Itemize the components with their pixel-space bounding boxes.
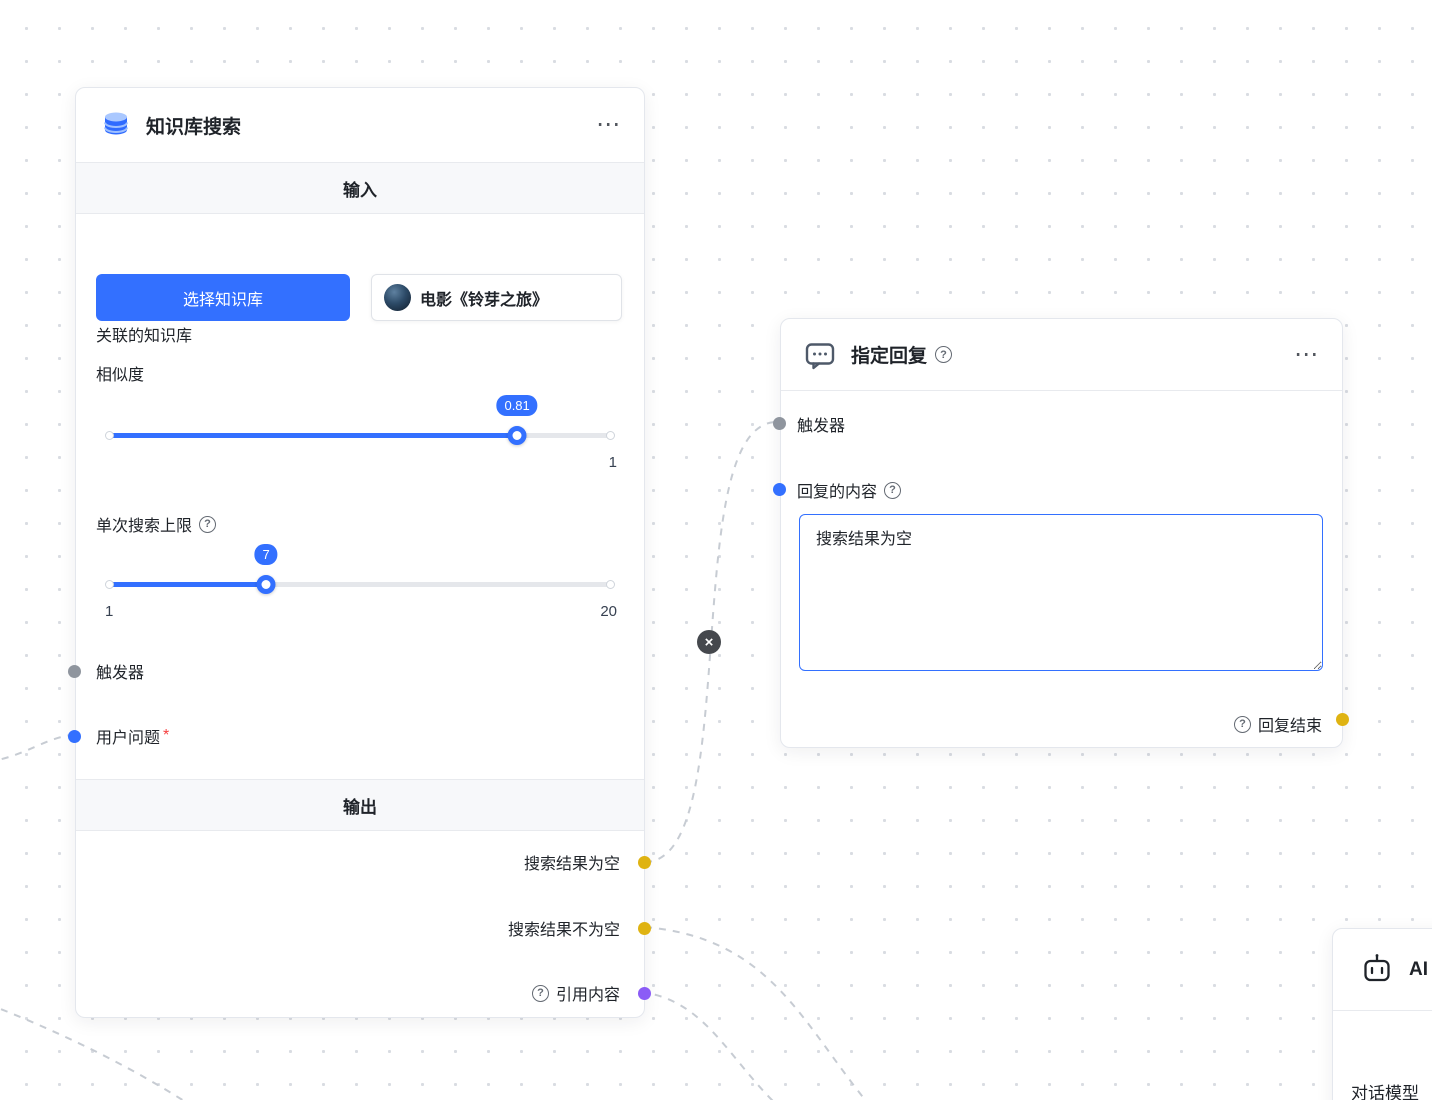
port-not-empty-out[interactable] xyxy=(638,922,651,935)
output-section-header: 输出 xyxy=(76,779,644,831)
similarity-slider[interactable]: 0.81 xyxy=(105,395,615,445)
kb-label: 关联的知识库 xyxy=(96,328,193,345)
reply-node-title: 指定回复 xyxy=(851,346,928,367)
similarity-label: 相似度 xyxy=(96,367,145,384)
output-empty-row: 搜索结果为空 xyxy=(523,856,620,873)
limit-slider-handle[interactable] xyxy=(256,575,276,594)
reply-content-textarea[interactable]: 搜索结果为空 xyxy=(799,514,1323,671)
chat-bubble-icon xyxy=(803,338,837,372)
close-icon: × xyxy=(704,633,714,651)
ai-node-header: AI xyxy=(1333,929,1432,1011)
database-icon xyxy=(98,107,134,143)
slider-min-dot xyxy=(105,431,114,440)
more-menu-button[interactable]: ⋯ xyxy=(1294,340,1320,368)
input-section-header: 输入 xyxy=(76,162,644,214)
delete-connection-button[interactable]: × xyxy=(697,630,721,654)
limit-value-bubble: 7 xyxy=(254,544,278,565)
input-section-label: 输入 xyxy=(343,180,377,200)
slider-fill xyxy=(109,433,518,438)
wire-notempty-out[interactable] xyxy=(644,926,870,1100)
limit-scale: 1 20 xyxy=(105,603,617,620)
slider-track[interactable] xyxy=(109,433,611,438)
ai-node-title: AI xyxy=(1409,958,1428,980)
kb-trigger-row: 触发器 xyxy=(96,665,145,682)
help-icon[interactable]: ? xyxy=(935,346,953,363)
output-section-label: 输出 xyxy=(343,797,377,817)
port-content-in[interactable] xyxy=(773,483,786,496)
reply-trigger-row: 触发器 xyxy=(797,418,846,435)
help-icon[interactable]: ? xyxy=(531,984,549,1002)
slider-max-dot xyxy=(606,431,615,440)
similarity-slider-handle[interactable] xyxy=(507,426,527,445)
robot-icon xyxy=(1359,952,1395,988)
wire-question-in[interactable] xyxy=(0,734,73,762)
port-trigger-in[interactable] xyxy=(773,417,786,430)
select-kb-button[interactable]: 选择知识库 xyxy=(96,274,350,321)
kb-chip[interactable]: 电影《铃芽之旅》 xyxy=(371,274,622,321)
reply-content-row: 回复的内容 ? xyxy=(797,478,902,502)
limit-slider[interactable]: 7 xyxy=(105,544,615,594)
help-icon[interactable]: ? xyxy=(1233,715,1251,733)
required-mark: * xyxy=(163,727,170,744)
ai-chat-node[interactable]: AI 对话模型 xyxy=(1332,928,1432,1100)
more-menu-button[interactable]: ⋯ xyxy=(596,111,622,138)
ai-model-label: 对话模型 xyxy=(1351,1084,1419,1100)
output-not-empty-row: 搜索结果不为空 xyxy=(507,922,620,939)
port-empty-out[interactable] xyxy=(638,856,651,869)
reply-node-header: 指定回复 ? ⋯ xyxy=(781,319,1342,391)
slider-fill xyxy=(109,582,267,587)
similarity-scale: 1 xyxy=(608,454,617,471)
knowledge-search-node[interactable]: 知识库搜索 ⋯ 输入 关联的知识库 选择知识库 电影《铃芽之旅》 相似度 0.8… xyxy=(68,87,651,1018)
specified-reply-node[interactable]: 指定回复 ? ⋯ 触发器 回复的内容 ? 搜索结果为空 ? 回复结束 xyxy=(773,318,1349,748)
port-reply-end-out[interactable] xyxy=(1336,713,1349,726)
kb-question-row: 用户问题* xyxy=(96,727,170,747)
help-icon[interactable]: ? xyxy=(884,481,902,499)
wire-quote-out[interactable] xyxy=(640,991,778,1100)
slider-min-dot xyxy=(105,580,114,589)
limit-label: 单次搜索上限 ? xyxy=(96,512,217,536)
port-trigger-in[interactable] xyxy=(68,665,81,678)
kb-avatar xyxy=(384,284,411,311)
output-quote-row: ? 引用内容 xyxy=(531,981,620,1005)
slider-track[interactable] xyxy=(109,582,611,587)
slider-max-dot xyxy=(606,580,615,589)
help-icon[interactable]: ? xyxy=(199,515,217,533)
similarity-value-bubble: 0.81 xyxy=(496,395,538,416)
wire-bottom-left[interactable] xyxy=(0,1004,192,1100)
port-quote-out[interactable] xyxy=(638,987,651,1000)
kb-node-header: 知识库搜索 ⋯ xyxy=(76,88,644,162)
port-question-in[interactable] xyxy=(68,730,81,743)
kb-node-title: 知识库搜索 xyxy=(146,116,242,138)
reply-end-row: ? 回复结束 xyxy=(1233,712,1322,736)
kb-chip-label: 电影《铃芽之旅》 xyxy=(420,291,549,309)
